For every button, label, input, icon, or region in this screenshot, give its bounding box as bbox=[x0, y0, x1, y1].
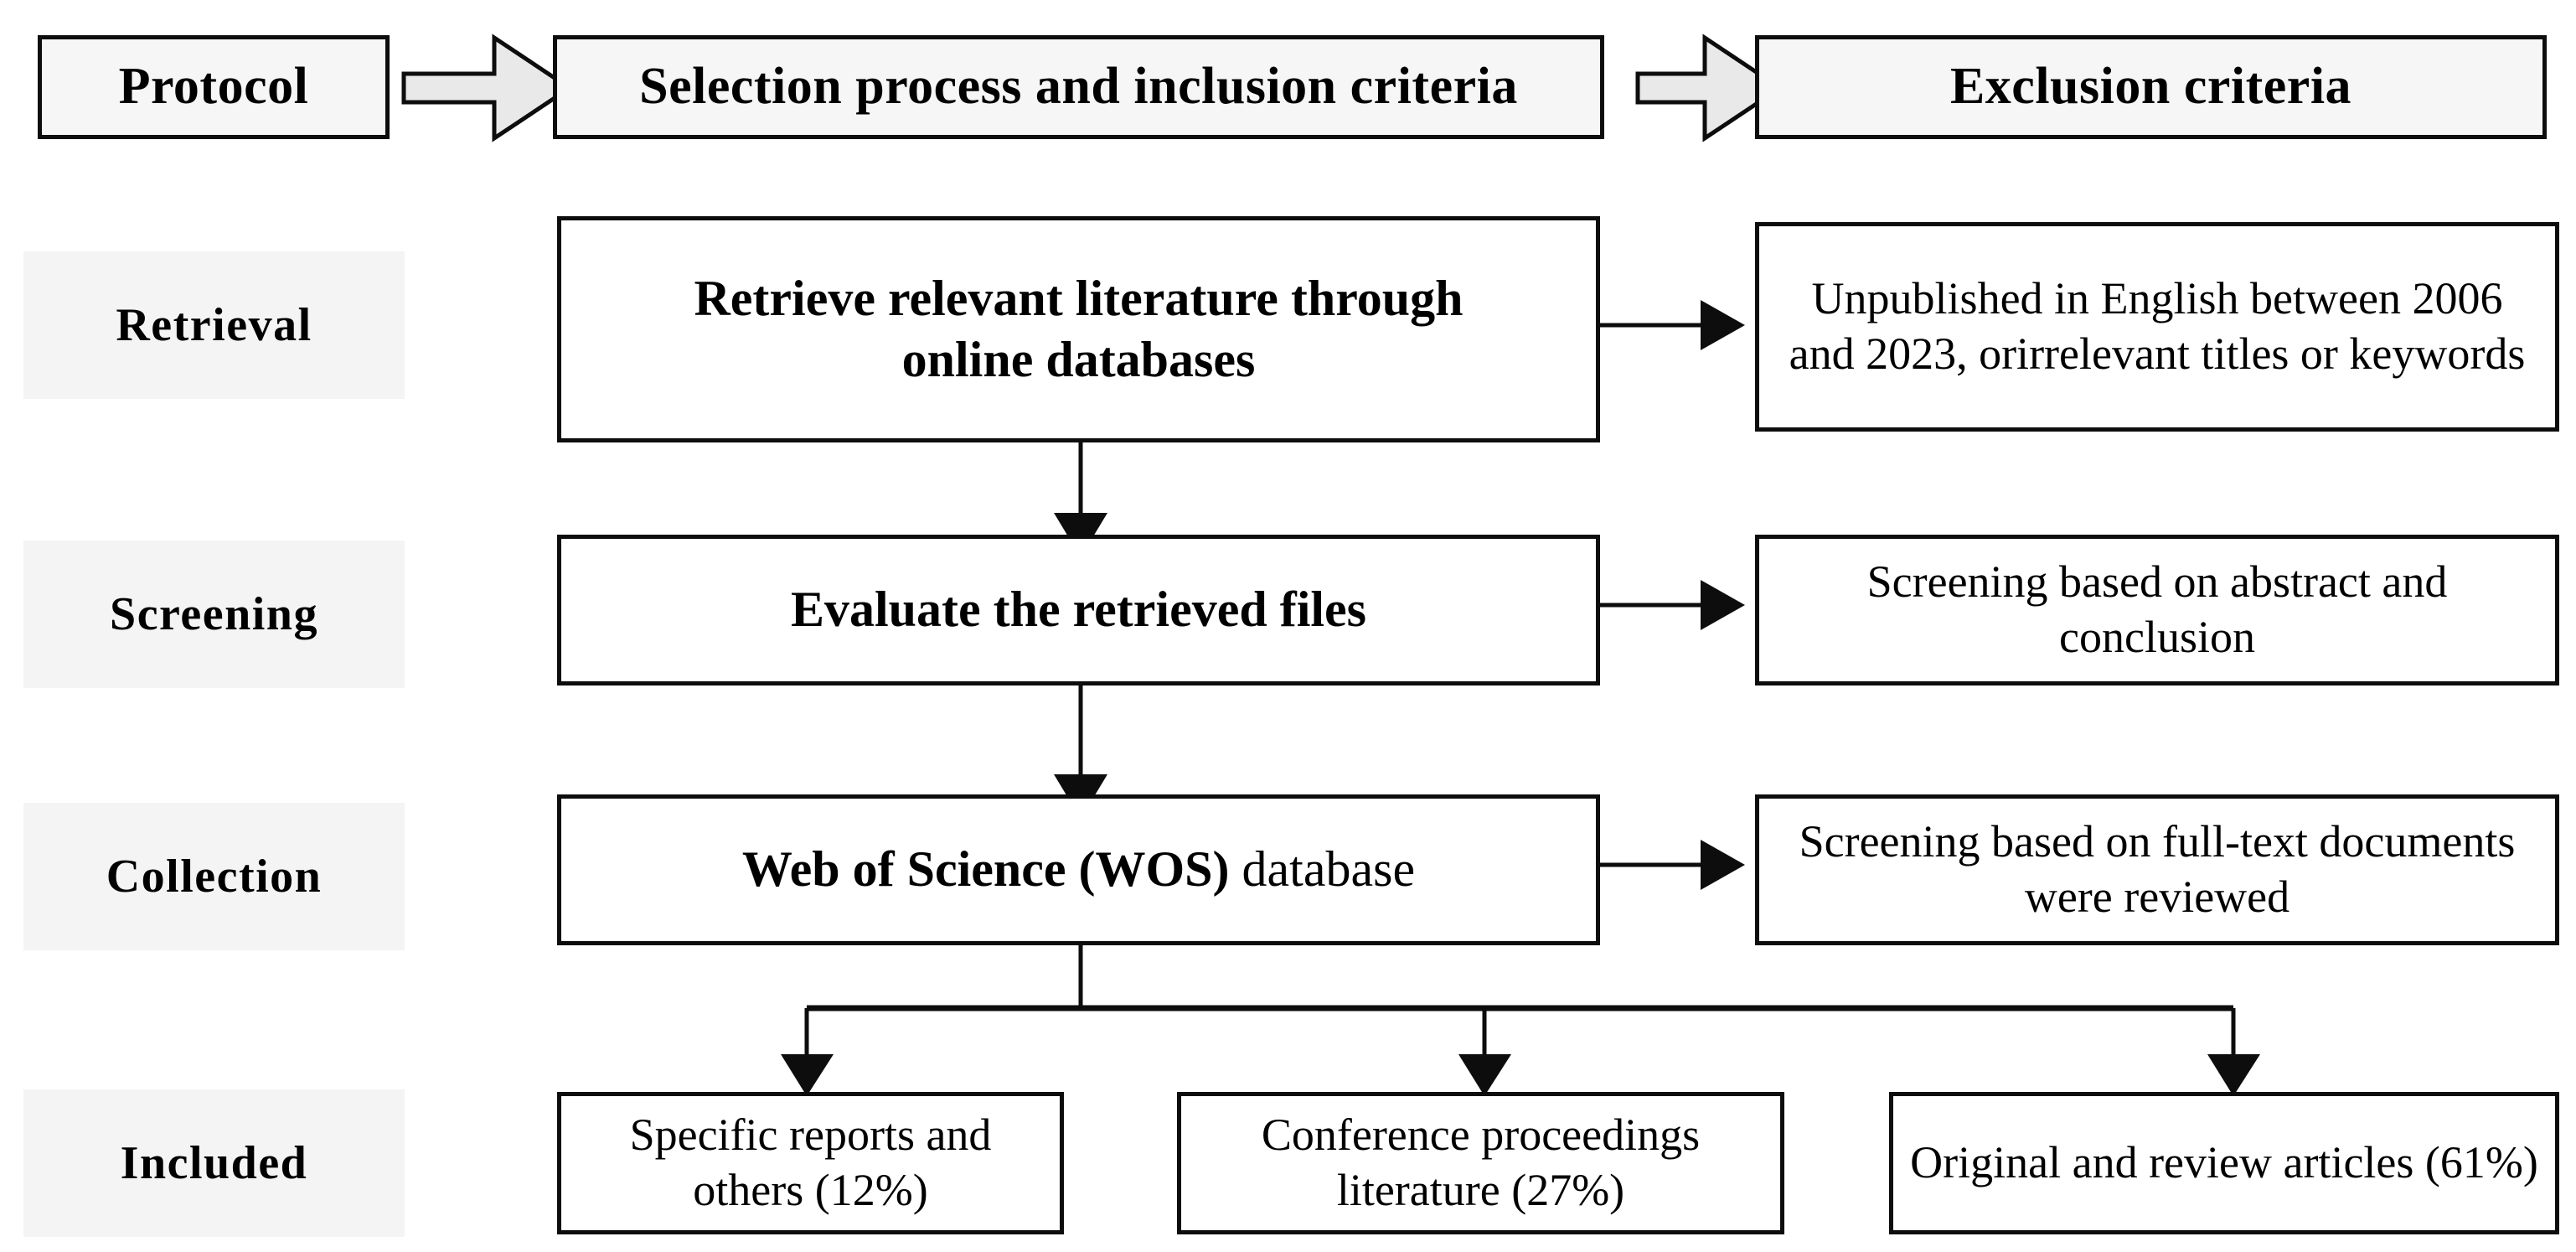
exclusion-box-full-text-text: Screening based on full-text documents w… bbox=[1799, 816, 2516, 922]
included-box-original-review-text: Original and review articles (61%) bbox=[1910, 1137, 2538, 1188]
process-box-wos-database-text: Web of Science (WOS) database bbox=[719, 839, 1438, 900]
arrowhead-down-icon bbox=[2207, 1054, 2260, 1096]
process-step-3-bold-part: Web of Science (WOS) bbox=[741, 841, 1230, 898]
process-step-2-line-1: Evaluate the retrieved files bbox=[790, 582, 1367, 638]
exclusion-box-full-text: Screening based on full-text documents w… bbox=[1755, 794, 2559, 945]
header-exclusion-criteria: Exclusion criteria bbox=[1755, 35, 2547, 139]
header-exclusion-criteria-label: Exclusion criteria bbox=[1949, 58, 2352, 116]
arrowhead-down-icon bbox=[781, 1054, 834, 1096]
header-protocol: Protocol bbox=[38, 35, 390, 139]
included-box-specific-reports: Specific reports and others (12%) bbox=[557, 1092, 1064, 1234]
header-selection-process-label: Selection process and inclusion criteria bbox=[639, 58, 1518, 116]
arrowhead-right-icon bbox=[1701, 300, 1745, 350]
included-box-conference-proceedings-text: Conference proceedings literature (27%) bbox=[1261, 1110, 1701, 1215]
stage-label-screening: Screening bbox=[23, 541, 405, 688]
stage-label-retrieval-text: Retrieval bbox=[116, 298, 312, 351]
process-step-3-normal-part: database bbox=[1229, 841, 1416, 898]
block-arrow-right-icon bbox=[401, 34, 574, 142]
included-box-original-review: Original and review articles (61%) bbox=[1889, 1092, 2559, 1234]
stage-label-retrieval: Retrieval bbox=[23, 251, 405, 399]
stage-label-included-text: Included bbox=[120, 1136, 308, 1189]
arrowhead-right-icon bbox=[1701, 580, 1745, 630]
included-box-specific-reports-text: Specific reports and others (12%) bbox=[629, 1110, 992, 1215]
arrowhead-right-icon bbox=[1701, 840, 1745, 890]
process-box-retrieve-literature: Retrieve relevant literature through onl… bbox=[557, 216, 1600, 442]
process-box-evaluate-files: Evaluate the retrieved files bbox=[557, 535, 1600, 685]
included-box-conference-proceedings: Conference proceedings literature (27%) bbox=[1177, 1092, 1784, 1234]
process-step-1-line-1: Retrieve relevant literature through bbox=[694, 270, 1464, 326]
stage-label-collection-text: Collection bbox=[106, 850, 323, 903]
process-box-retrieve-literature-text: Retrieve relevant literature through onl… bbox=[670, 268, 1486, 391]
header-selection-process: Selection process and inclusion criteria bbox=[553, 35, 1604, 139]
process-box-wos-database: Web of Science (WOS) database bbox=[557, 794, 1600, 945]
stage-label-screening-text: Screening bbox=[110, 587, 318, 640]
exclusion-box-unpublished-text: Unpublished in English between 2006 and … bbox=[1789, 273, 2526, 379]
process-box-evaluate-files-text: Evaluate the retrieved files bbox=[767, 579, 1390, 640]
header-protocol-label: Protocol bbox=[118, 58, 309, 116]
arrowhead-down-icon bbox=[1458, 1054, 1511, 1096]
exclusion-box-unpublished: Unpublished in English between 2006 and … bbox=[1755, 222, 2559, 432]
stage-label-collection: Collection bbox=[23, 803, 405, 950]
process-step-1-line-2: online databases bbox=[901, 332, 1256, 387]
exclusion-box-abstract-conclusion-text: Screening based on abstract and conclusi… bbox=[1866, 556, 2448, 662]
exclusion-box-abstract-conclusion: Screening based on abstract and conclusi… bbox=[1755, 535, 2559, 685]
stage-label-included: Included bbox=[23, 1089, 405, 1237]
